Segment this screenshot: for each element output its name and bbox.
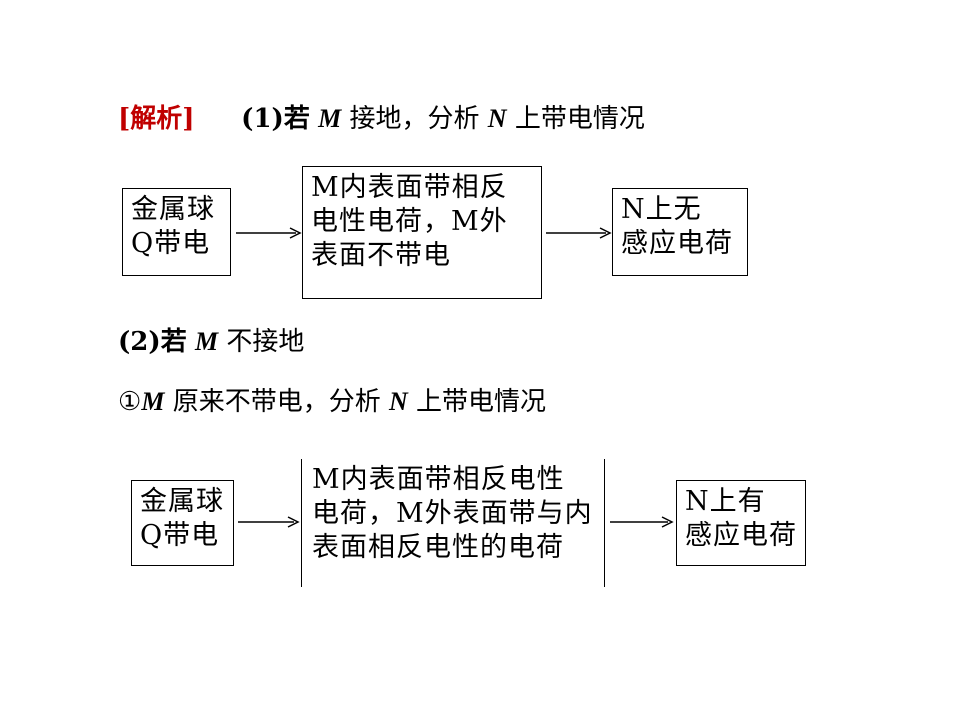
part1-prefix: (1)若	[241, 104, 310, 134]
flow2-arrow-1	[238, 516, 300, 528]
flow1-box-a-line1: 金属球	[131, 194, 215, 225]
analysis-heading: [解析] (1)若 M 接地，分析 N 上带电情况	[118, 103, 645, 135]
flow2-arrow-2	[610, 516, 674, 528]
part1-suffix: 上带电情况	[514, 104, 645, 134]
flow2-box-a-line2: Q带电	[140, 520, 220, 551]
sub1-mid: 原来不带电，分析	[172, 387, 381, 417]
flow2-box-a-line1: 金属球	[140, 486, 224, 517]
flow2-box-n-result: N上有 感应电荷	[676, 480, 806, 566]
var-n: N	[487, 104, 507, 133]
case2-prefix: (2)若	[118, 327, 187, 357]
sub1-suffix: 上带电情况	[416, 387, 547, 417]
sub1-heading: ①M 原来不带电，分析 N 上带电情况	[118, 386, 546, 418]
flow2-box-metal-ball: 金属球 Q带电	[131, 480, 234, 566]
var-m: M	[318, 104, 342, 133]
part1-mid: 接地，分析	[349, 104, 480, 134]
flow1-box-c-line1: N上无	[621, 194, 702, 225]
case2-heading: (2)若 M 不接地	[118, 326, 304, 358]
analysis-tag: [解析]	[118, 104, 195, 134]
flow1-box-a-line2: Q带电	[131, 228, 211, 259]
flow2-box-b-line3: 表面相反电性的电荷	[312, 532, 564, 563]
flow1-arrow-2	[546, 227, 612, 239]
flow1-box-b-line3: 表面不带电	[311, 240, 451, 271]
flow2-box-b-line1: M内表面带相反电性	[312, 464, 565, 495]
case2-var-m: M	[194, 327, 219, 356]
flow2-box-c-line2: 感应电荷	[685, 520, 797, 551]
flow1-box-b-line1: M内表面带相反	[311, 172, 508, 203]
flow1-box-b-line2: 电性电荷，M外	[311, 206, 508, 237]
sub1-var-n: N	[388, 387, 408, 416]
sub1-prefix: ①	[118, 387, 142, 417]
case2-suffix: 不接地	[226, 327, 305, 357]
flow2-box-c-line1: N上有	[685, 486, 766, 517]
flow1-box-c-line2: 感应电荷	[621, 228, 733, 259]
sub1-var-m: M	[141, 387, 165, 416]
flow1-box-m-inner: M内表面带相反 电性电荷，M外 表面不带电	[302, 166, 542, 299]
flow2-box-b-line2: 电荷，M外表面带与内	[312, 498, 593, 529]
flow2-box-m-inner: M内表面带相反电性 电荷，M外表面带与内 表面相反电性的电荷	[301, 459, 605, 587]
flow1-arrow-1	[236, 227, 302, 239]
flow1-box-metal-ball: 金属球 Q带电	[122, 188, 231, 276]
flow1-box-n-result: N上无 感应电荷	[612, 188, 748, 276]
